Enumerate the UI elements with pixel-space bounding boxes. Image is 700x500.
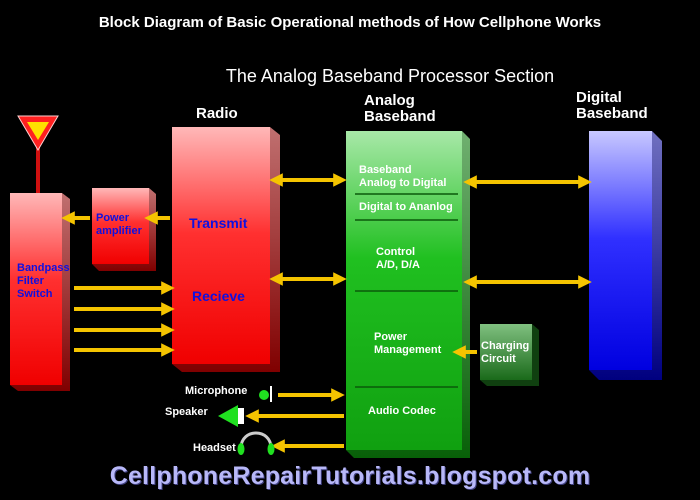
dac-label: Digital to Ananlog [359,201,453,213]
microphone-icon [259,386,272,402]
control-label: Control A/D, D/A [376,246,420,272]
bandpass-line2: Filter [17,275,44,287]
signal-arrows [61,173,592,453]
analog-baseband-heading: Analog Baseband [364,93,436,125]
speaker-label: Speaker [165,406,208,418]
power-amp-line1: Power [96,212,130,224]
analog-heading-line2: Baseband [364,108,436,125]
footer-watermark: CellphoneRepairTutorials.blogspot.com [109,462,591,490]
charging-line2: Circuit [481,353,516,365]
charging-line1: Charging [481,340,530,352]
digital-baseband-heading: Digital Baseband [576,90,648,122]
microphone-label: Microphone [185,385,248,397]
section-subtitle: The Analog Baseband Processor Section [225,66,555,86]
power-mgmt-line2: Management [374,344,442,356]
control-line2: A/D, D/A [376,259,420,271]
headset-label: Headset [193,442,236,454]
charging-circuit-label: Charging Circuit [481,340,529,366]
radio-heading: Radio [196,105,238,122]
adc-line1: Baseband [359,164,412,176]
adc-line2: Analog to Digital [359,177,447,189]
digital-heading-line2: Baseband [576,105,648,122]
bandpass-filter-label: Bandpass Filter Switch [17,262,70,301]
adc-label: Baseband Analog to Digital [359,164,446,190]
power-management-label: Power Management [374,331,441,357]
power-amplifier-block [92,188,156,271]
headset-icon [237,431,275,455]
charging-circuit-block [480,324,539,386]
diagram-title: Block Diagram of Basic Operational metho… [98,14,602,31]
digital-heading-line1: Digital [576,89,622,106]
speaker-icon [218,405,244,427]
power-mgmt-line1: Power [374,331,408,343]
transmit-label: Transmit [189,215,248,231]
audio-codec-label: Audio Codec [368,405,436,417]
radio-block [172,127,280,372]
analog-heading-line1: Analog [364,92,415,109]
analog-baseband-block [346,131,470,458]
power-amp-line2: amplifier [96,225,142,237]
power-amplifier-label: Power amplifier [96,212,142,238]
bandpass-filter-block [10,193,70,391]
receive-label: Recieve [192,288,245,304]
digital-baseband-block [589,131,662,380]
bandpass-line3: Switch [17,288,53,300]
bandpass-line1: Bandpass [17,262,70,274]
antenna-icon [17,115,59,193]
control-line1: Control [376,246,416,258]
